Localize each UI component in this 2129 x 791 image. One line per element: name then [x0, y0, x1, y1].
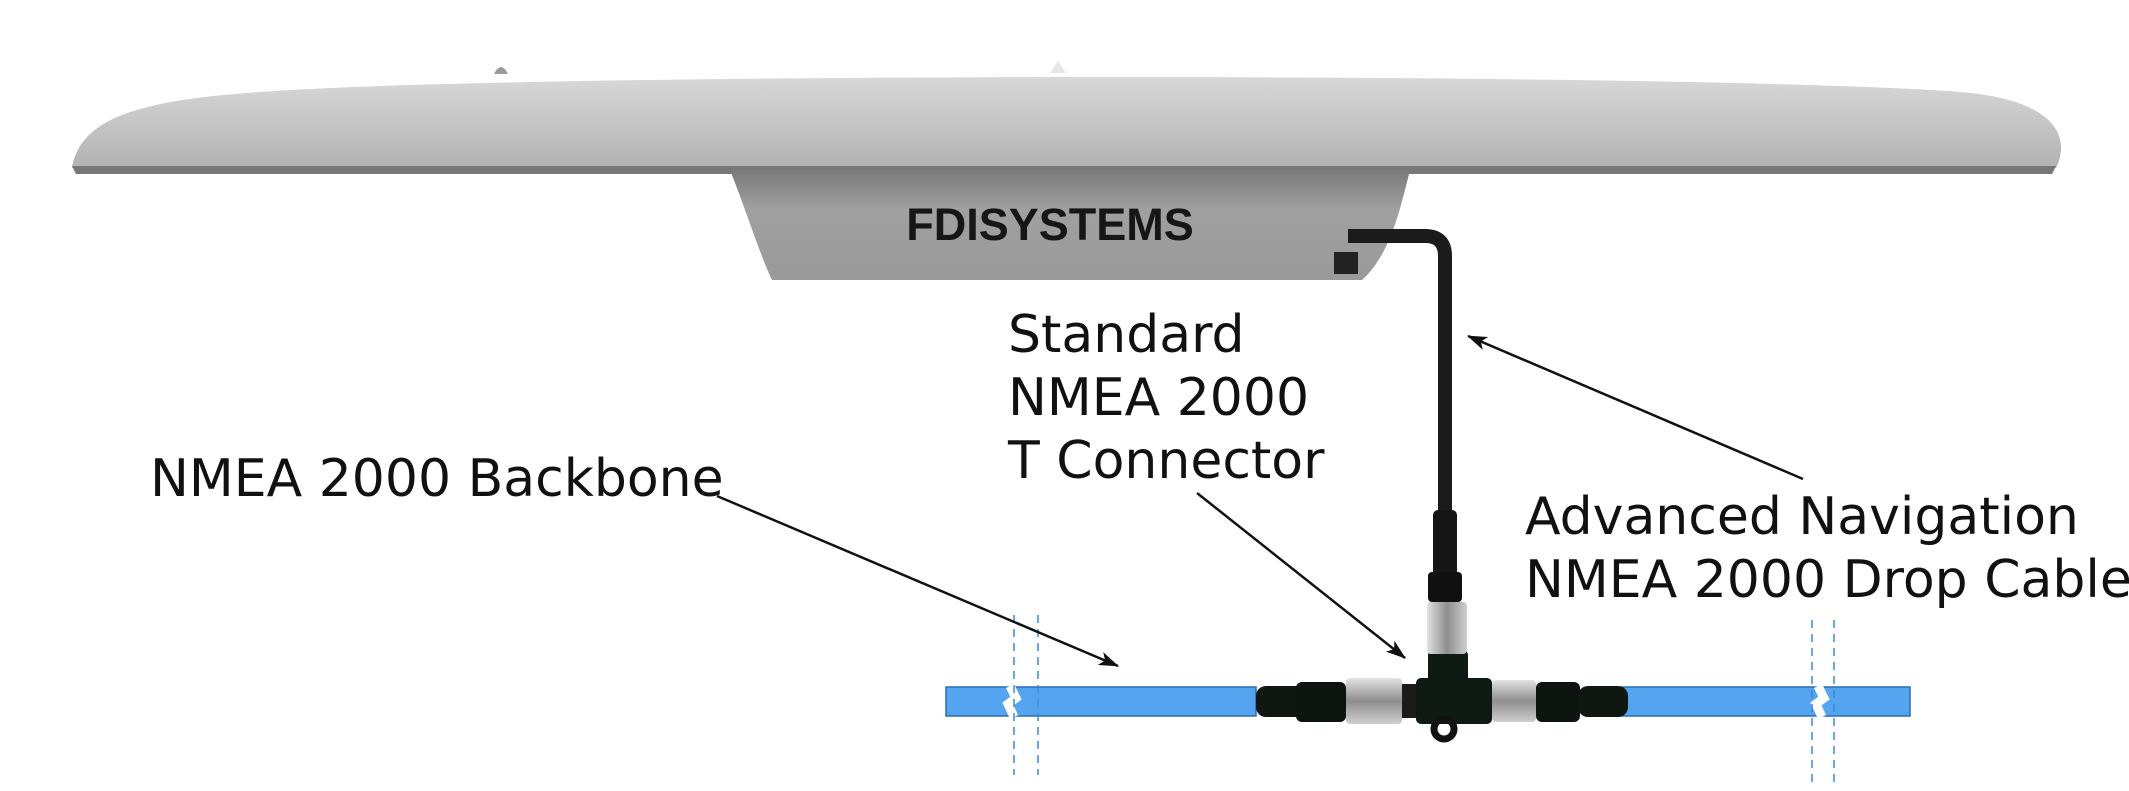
dome-nub-left: [494, 67, 508, 74]
left-ring: [1402, 684, 1418, 718]
drop-cable-label-line: Advanced Navigation: [1525, 487, 2079, 547]
drop-cable-overmold: [1433, 510, 1457, 576]
backbone-callout-arrow: [716, 494, 1119, 668]
t-body-vertical: [1428, 650, 1468, 690]
backbone-label: NMEA 2000 Backbone: [150, 449, 724, 509]
cable-exit-port: [1334, 252, 1358, 274]
backbone-break-left: [1002, 683, 1022, 719]
left-metal-coupler: [1346, 678, 1402, 724]
right-overmold-grip: [1536, 682, 1580, 722]
t-connector-callout-arrow: [1196, 492, 1406, 659]
drop-cable-line: [1348, 229, 1452, 518]
top-metal-coupler: [1427, 602, 1467, 654]
right-overmold: [1578, 686, 1628, 717]
t-connector: [1256, 602, 1628, 743]
t-connector-label-line: T Connector: [1007, 431, 1325, 491]
backbone-break-right: [1810, 683, 1830, 719]
drop-cable-label-line: NMEA 2000 Drop Cable: [1525, 550, 2129, 610]
left-overmold-grip: [1296, 682, 1346, 722]
dome-skirt: [730, 170, 1410, 280]
t-connector-label-line: NMEA 2000: [1008, 368, 1309, 428]
right-metal-coupler: [1492, 680, 1536, 722]
drop-cable: [1348, 229, 1462, 602]
drop-cable-coupling: [1428, 572, 1462, 602]
t-connector-label-line: Standard: [1008, 305, 1245, 365]
t-connector-label: Standard NMEA 2000 T Connector: [1007, 305, 1326, 491]
dome-nub-center: [1050, 61, 1066, 73]
backbone-segment-left: [945, 686, 1257, 717]
backbone-segment-right: [1619, 686, 1911, 717]
t-mounting-eye: [1430, 715, 1458, 743]
antenna-dome: [72, 61, 2062, 280]
dome-top-shell: [72, 77, 2062, 168]
brand-logo: FDISYSTEMS: [906, 199, 1194, 250]
drop-cable-callout-arrow: [1467, 334, 1804, 481]
drop-cable-label: Advanced Navigation NMEA 2000 Drop Cable: [1525, 487, 2129, 610]
